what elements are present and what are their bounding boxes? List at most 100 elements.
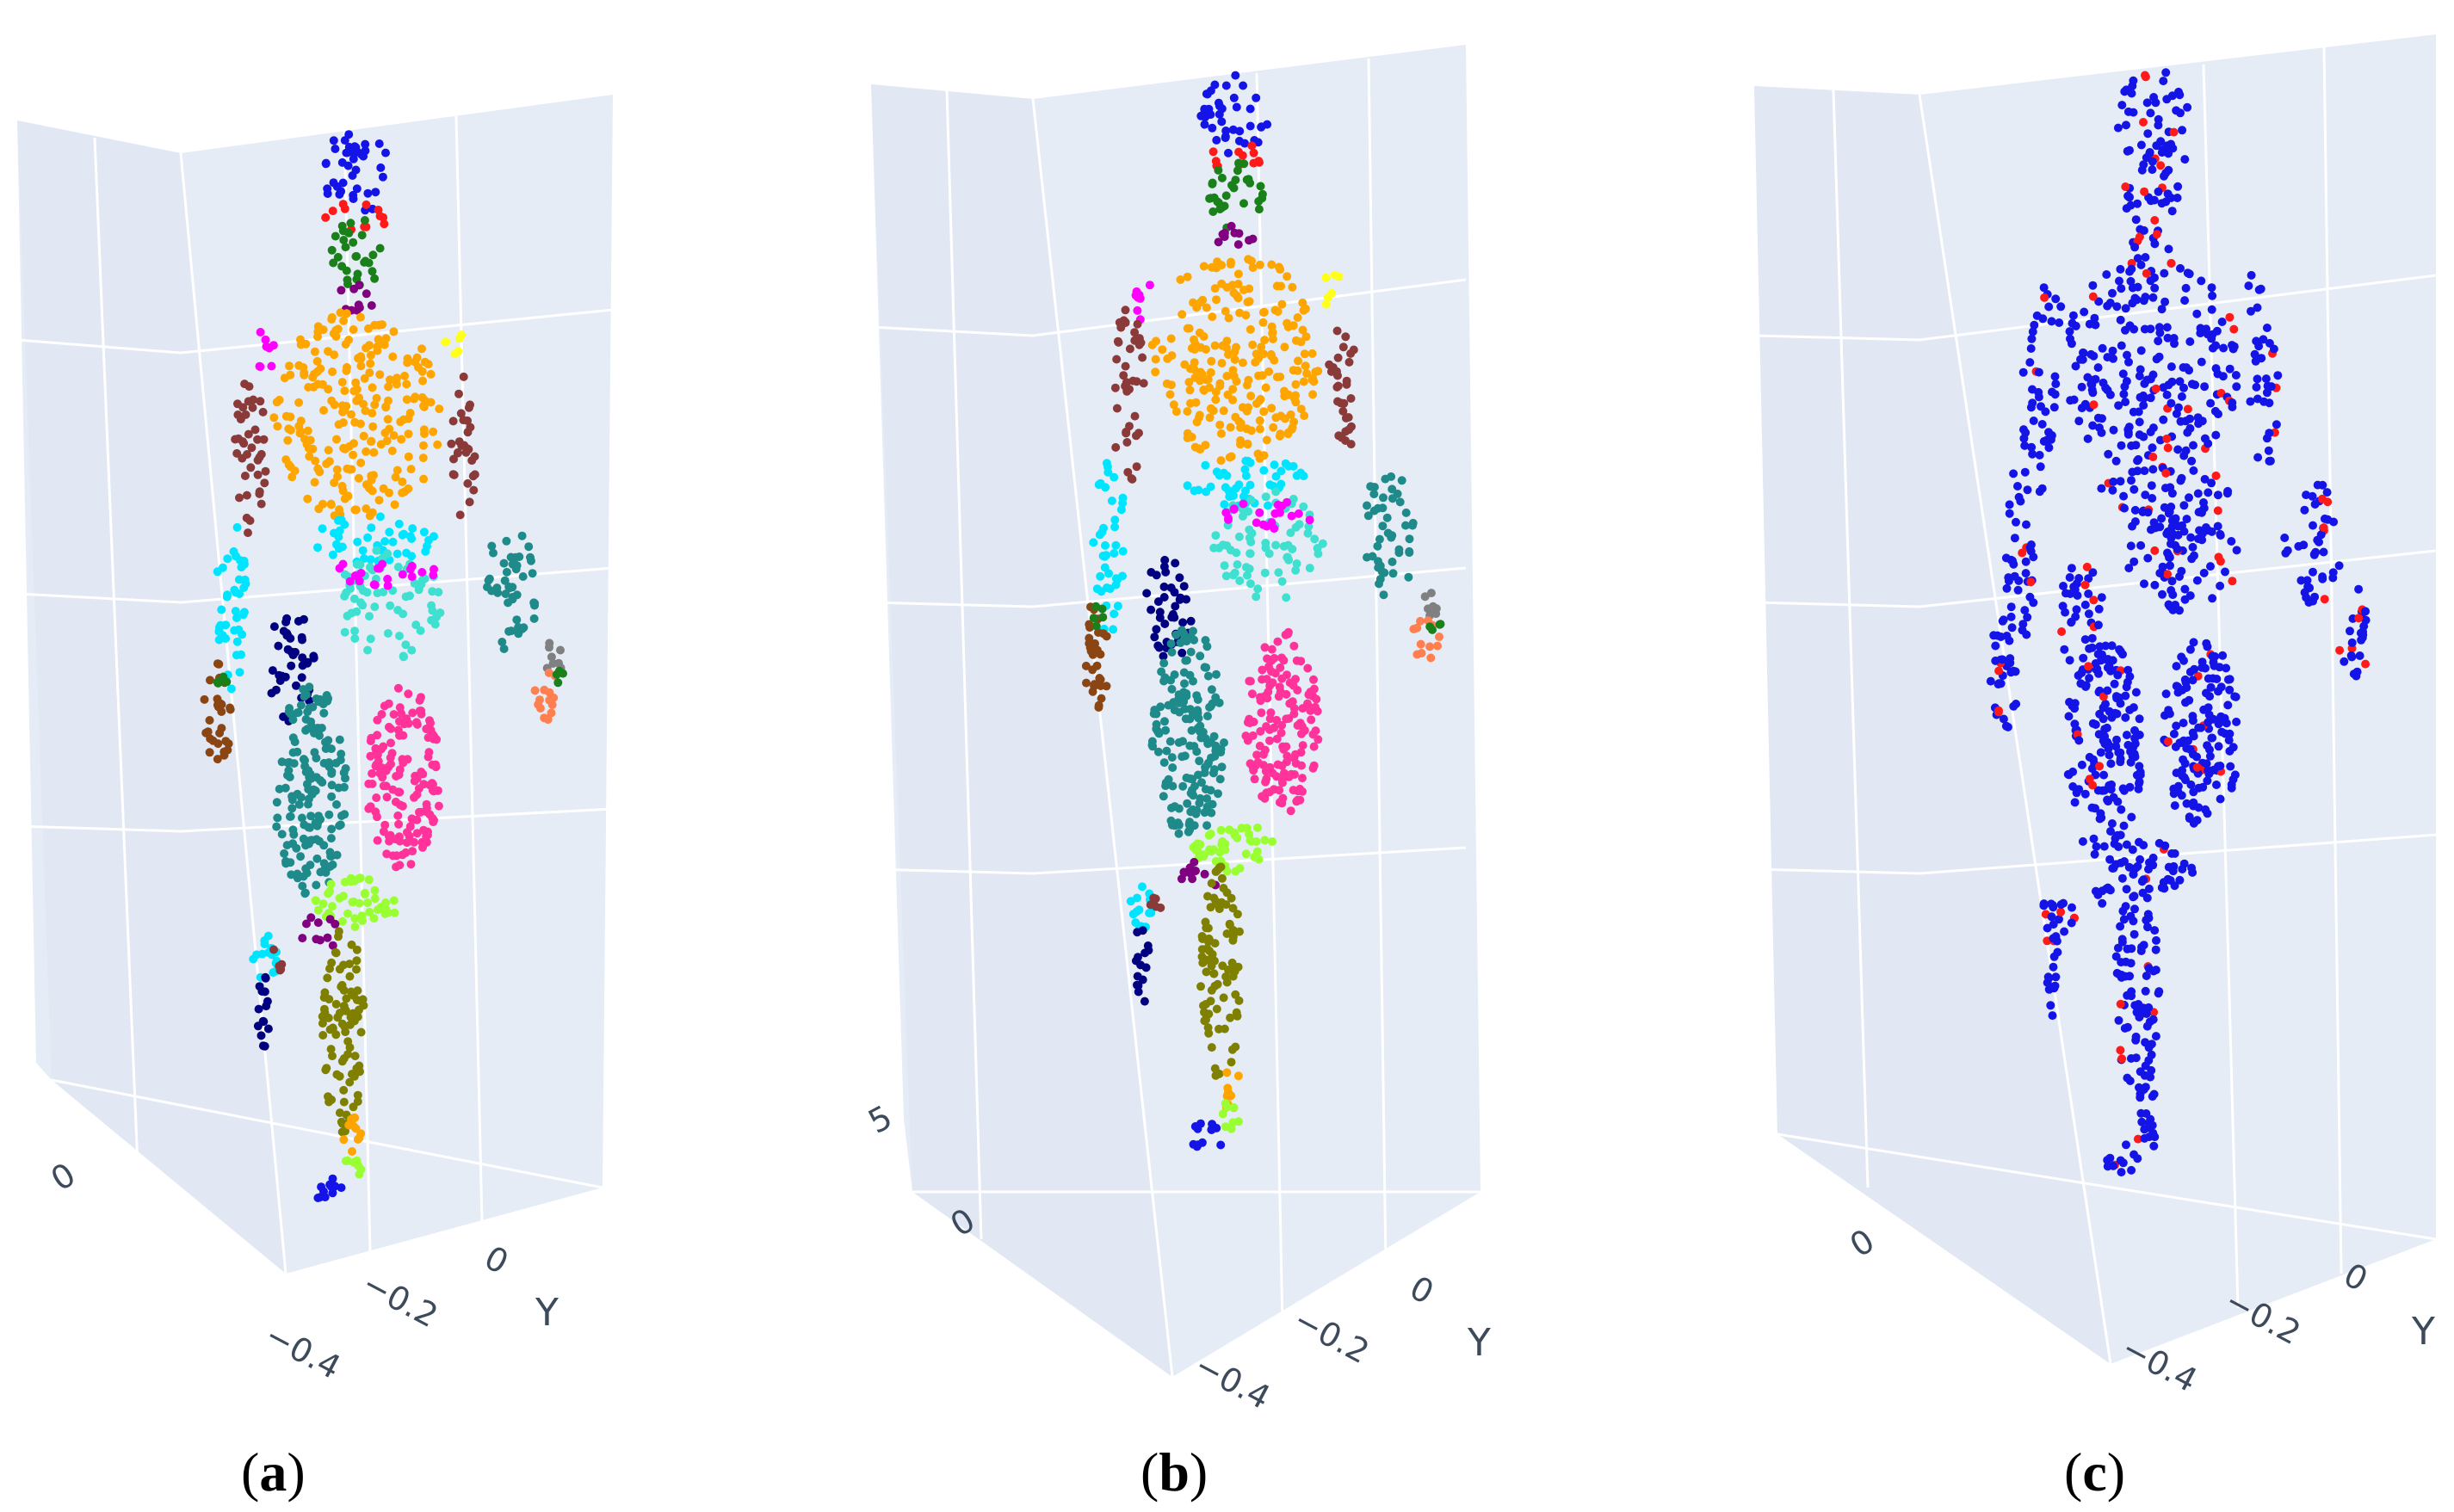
- point-chest: [373, 342, 382, 351]
- point-groinL: [2080, 580, 2090, 589]
- point-thighL: [2070, 704, 2080, 713]
- point-thighL: [1181, 656, 1190, 665]
- point-upperArmR: [1341, 332, 1351, 342]
- point-handL: [1094, 700, 1103, 710]
- point-shin: [345, 1077, 355, 1087]
- point-hipR: [416, 626, 425, 635]
- point-chest: [1232, 377, 1241, 386]
- point-forearmR: [2309, 521, 2317, 530]
- point-thighL: [1220, 738, 1228, 747]
- point-thighR: [385, 836, 394, 846]
- point-thighR: [1263, 694, 1272, 703]
- point-chest: [2140, 324, 2149, 334]
- point-handL2: [219, 672, 228, 682]
- point-forearmR: [1379, 493, 1388, 503]
- point-waist: [2161, 468, 2171, 478]
- y-axis-title: Y: [535, 1291, 559, 1335]
- point-thighR: [1279, 656, 1289, 665]
- point-chest: [1210, 284, 1220, 293]
- point-upperArmL: [1138, 353, 1147, 362]
- point-chest: [2173, 445, 2183, 454]
- point-hipM: [2179, 527, 2189, 536]
- point-ankle: [1222, 1091, 1232, 1101]
- point-groinL: [274, 641, 283, 651]
- point-forearmR: [1375, 534, 1384, 544]
- point-chest: [1255, 424, 1264, 434]
- point-shin: [318, 1031, 328, 1040]
- point-chest: [389, 327, 399, 336]
- point-thighL: [2136, 768, 2145, 777]
- point-thighL: [282, 841, 292, 850]
- point-shin: [2111, 952, 2121, 961]
- point-shin: [1206, 997, 1215, 1006]
- point-ankle: [339, 1135, 349, 1145]
- point-forearmR: [2334, 561, 2344, 571]
- point-knee: [1252, 847, 1262, 856]
- point-chest: [420, 357, 430, 367]
- point-chest: [369, 447, 379, 457]
- point-thighL: [303, 707, 312, 717]
- point-wristR: [2361, 607, 2371, 616]
- point-shoulderL: [1133, 305, 1142, 315]
- point-upperArmL: [2028, 385, 2037, 394]
- point-footL: [2052, 936, 2061, 946]
- point-knee: [326, 879, 336, 889]
- point-chest: [390, 500, 399, 509]
- point-chest: [367, 471, 376, 480]
- point-shin: [1227, 1058, 1236, 1067]
- point-hipR: [365, 612, 374, 621]
- point-thighL: [1178, 626, 1186, 635]
- point-knee: [1231, 867, 1240, 876]
- point-face: [2161, 197, 2171, 207]
- grid-lines: [16, 115, 614, 1274]
- point-groinL: [268, 666, 277, 676]
- point-kneeL: [302, 919, 311, 929]
- point-hipR: [1260, 568, 1270, 577]
- point-thighL: [315, 694, 325, 704]
- point-shin: [2117, 958, 2126, 967]
- point-chest: [1235, 308, 1245, 318]
- point-waist: [360, 554, 368, 563]
- point-waist: [1190, 486, 1199, 496]
- point-waist: [2204, 488, 2213, 497]
- point-groinL: [2079, 653, 2088, 663]
- point-chest: [2167, 258, 2176, 268]
- point-knee: [373, 905, 382, 915]
- point-shin: [1202, 967, 1211, 977]
- point-waist: [402, 548, 411, 558]
- point-eyes: [2156, 161, 2166, 170]
- y-tick: 0: [479, 1238, 515, 1281]
- point-shin: [1219, 884, 1228, 892]
- point-thighL: [273, 813, 282, 823]
- point-chest: [417, 392, 427, 402]
- point-kneeL: [298, 934, 307, 943]
- point-hipM: [1287, 511, 1296, 521]
- point-thighR: [395, 703, 405, 713]
- point-hipR: [1282, 593, 1291, 602]
- point-chest: [1291, 398, 1301, 407]
- point-hipR: [407, 645, 417, 655]
- point-shin: [2114, 1015, 2123, 1025]
- point-shin: [1227, 1045, 1237, 1054]
- point-chest: [402, 395, 411, 404]
- point-thighL: [1147, 737, 1157, 746]
- point-waist: [1241, 471, 1251, 480]
- point-shin: [327, 958, 337, 967]
- point-forearmL: [1110, 549, 1119, 558]
- point-thighL: [1195, 799, 1204, 808]
- point-hipR: [2126, 541, 2136, 551]
- point-thighL: [1203, 712, 1212, 721]
- point-knee: [2145, 858, 2154, 867]
- point-chest: [2127, 441, 2136, 450]
- point-knee: [1253, 823, 1262, 832]
- point-waist: [2147, 481, 2156, 491]
- point-thighR: [2178, 766, 2187, 775]
- point-chest: [2175, 377, 2185, 386]
- point-handL: [1991, 641, 2000, 651]
- point-thighL: [2070, 719, 2080, 729]
- point-chest: [385, 488, 393, 497]
- point-chest: [1299, 305, 1308, 315]
- point-hipM: [1294, 509, 1303, 518]
- point-shin: [349, 1009, 358, 1018]
